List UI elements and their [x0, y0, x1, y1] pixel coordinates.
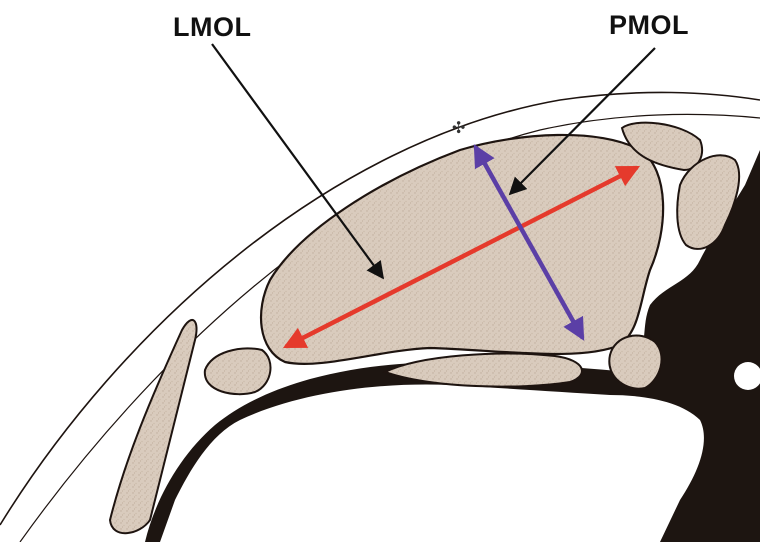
right-lower-island: [609, 336, 661, 389]
small-marker-icon: ✣: [452, 118, 465, 137]
pmol-label: PMOL: [609, 12, 689, 39]
lmol-label: LMOL: [173, 14, 251, 41]
lower-left-sliver: [110, 320, 197, 533]
left-island: [205, 348, 271, 394]
lmol-pointer-line: [212, 44, 383, 278]
